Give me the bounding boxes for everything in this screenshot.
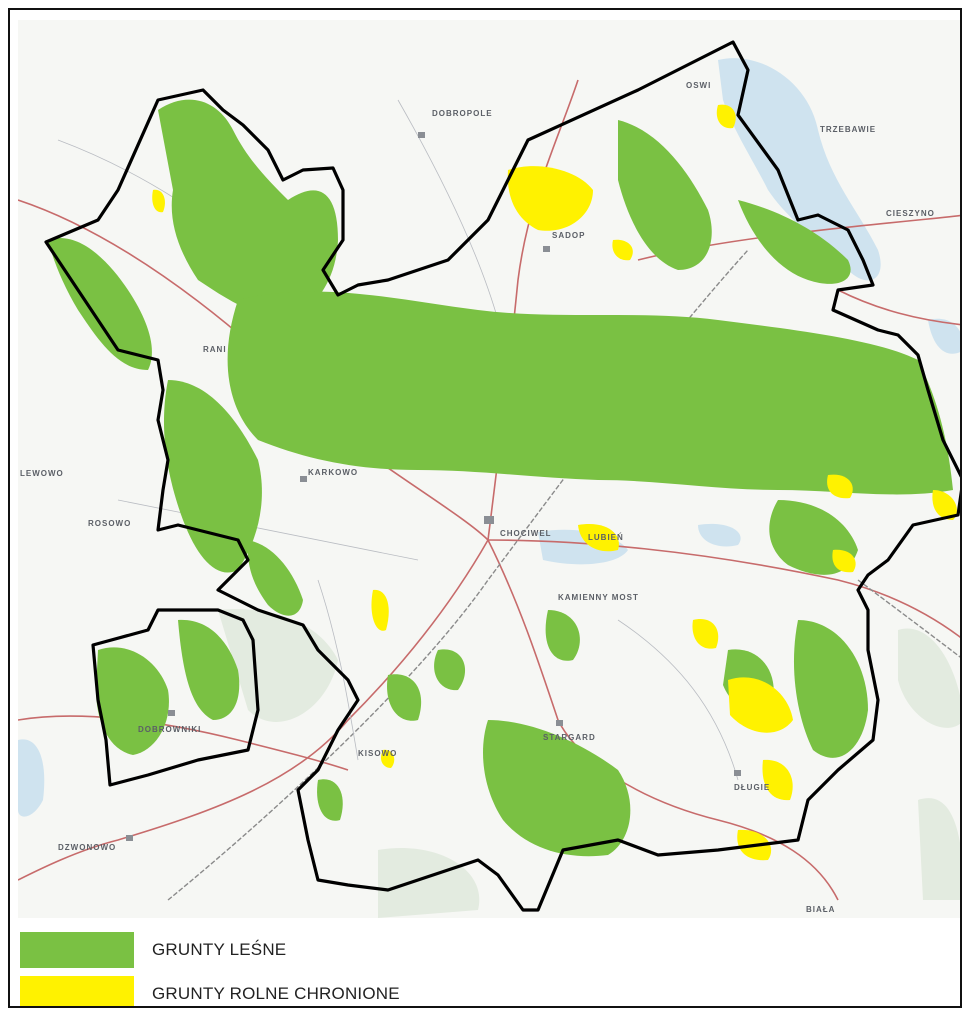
place-label: RANI xyxy=(203,345,227,354)
municipality-boundary xyxy=(44,40,960,912)
settlement-starzyce xyxy=(556,720,563,726)
outside-forest-2 xyxy=(898,628,960,728)
place-labels: DOBROPOLE OSWI TRZEBAWIE CIESZYNO SADOP … xyxy=(20,81,935,914)
farmland-north-east xyxy=(716,104,736,129)
place-label: SADOP xyxy=(552,231,585,240)
farmland-east-1 xyxy=(827,474,853,499)
settlement-sadop xyxy=(543,246,550,252)
map-legend: GRUNTY LEŚNE GRUNTY ROLNE CHRONIONE xyxy=(10,918,960,1006)
forest-south-small-3 xyxy=(317,779,343,821)
forest-south-east xyxy=(793,620,868,758)
place-label: ROSOWO xyxy=(88,519,131,528)
local-road-4 xyxy=(117,499,419,561)
boundary-layer xyxy=(44,40,960,912)
place-label: DZWONOWO xyxy=(58,843,116,852)
place-label: BIAŁA xyxy=(806,905,835,914)
forest-north-west xyxy=(158,99,338,320)
forest-layer xyxy=(48,99,953,857)
place-label: KISOWO xyxy=(358,749,397,758)
place-label: STARGARD xyxy=(543,733,596,742)
forest-south-small-4 xyxy=(387,674,422,721)
road-2 xyxy=(487,539,960,638)
local-road-6 xyxy=(317,579,359,761)
railway-2 xyxy=(857,579,960,658)
settlement-dzwonowo xyxy=(126,835,133,841)
settlement-chociwel xyxy=(484,516,494,524)
outside-forest-layer xyxy=(218,609,960,918)
place-label: KARKOWO xyxy=(308,468,358,477)
settlement-karkowo xyxy=(300,476,307,482)
place-label: DOBROWNIKI xyxy=(138,725,201,734)
lake-far-east xyxy=(928,318,960,354)
map-figure: DOBROPOLE OSWI TRZEBAWIE CIESZYNO SADOP … xyxy=(8,8,962,1008)
roads-layer xyxy=(18,79,960,901)
settlement-dlugie xyxy=(734,770,741,776)
railway-1 xyxy=(167,249,749,901)
forest-main-belt xyxy=(227,291,953,495)
forest-north-east-edge xyxy=(738,200,851,284)
road-3 xyxy=(18,539,489,881)
farmland-east-2 xyxy=(932,490,957,520)
place-label: KAMIENNY MOST xyxy=(558,593,639,602)
forest-south-small-2 xyxy=(434,649,466,691)
farmland-center-1 xyxy=(578,524,619,552)
place-label: CIESZYNO xyxy=(886,209,935,218)
place-label: CHOCIWEL xyxy=(500,529,552,538)
place-label: DOBROPOLE xyxy=(432,109,493,118)
farmland-east-3 xyxy=(832,549,856,573)
road-8 xyxy=(837,289,960,326)
map-svg: DOBROPOLE OSWI TRZEBAWIE CIESZYNO SADOP … xyxy=(18,40,960,918)
lake-southwest xyxy=(18,739,45,817)
outside-forest-3 xyxy=(378,848,480,918)
place-label: LEWOWO xyxy=(20,469,64,478)
farmland-south-center xyxy=(692,619,719,649)
legend-label-farmland: GRUNTY ROLNE CHRONIONE xyxy=(152,984,400,1003)
enclave-boundary xyxy=(91,608,260,787)
outside-forest-4 xyxy=(918,798,960,900)
farmland-north-small xyxy=(612,239,633,261)
settlement-dobropole xyxy=(418,132,425,138)
local-road-2 xyxy=(397,99,499,321)
forest-south-small-1 xyxy=(545,610,580,661)
map-canvas: DOBROPOLE OSWI TRZEBAWIE CIESZYNO SADOP … xyxy=(18,20,960,918)
farmland-west xyxy=(152,189,165,213)
forest-west-strip xyxy=(48,238,152,370)
lake-east xyxy=(698,523,741,547)
forest-west-central xyxy=(163,380,262,573)
legend-item-farmland: GRUNTY ROLNE CHRONIONE xyxy=(20,976,620,1006)
legend-label-forest: GRUNTY LEŚNE xyxy=(152,940,287,959)
local-road-3 xyxy=(617,619,739,781)
forest-west-lower xyxy=(247,540,303,616)
farmland-north-cluster xyxy=(507,166,593,231)
forest-south-center xyxy=(483,720,631,857)
place-label: OSWI xyxy=(686,81,711,90)
legend-swatch-farmland xyxy=(20,976,134,1006)
place-label: LUBIEŃ xyxy=(588,533,624,542)
legend-swatch-forest xyxy=(20,932,134,968)
farmland-layer xyxy=(152,104,957,861)
outside-forest-1 xyxy=(218,609,338,722)
farmland-small-sw xyxy=(380,749,395,768)
place-label: TRZEBAWIE xyxy=(820,125,876,134)
farmland-center-2 xyxy=(371,589,389,631)
road-6 xyxy=(18,715,349,771)
rail-layer xyxy=(167,249,960,901)
place-label: DŁUGIE xyxy=(734,783,770,792)
forest-south-west-enclave xyxy=(96,647,169,755)
forest-north-center xyxy=(618,120,712,270)
forest-enclave-right xyxy=(178,619,240,720)
farmland-south-east-1 xyxy=(728,677,793,733)
farmland-south-east-2 xyxy=(762,759,793,801)
settlement-dobrowniki xyxy=(168,710,175,716)
settlements-layer xyxy=(126,132,741,841)
legend-item-forest: GRUNTY LEŚNE xyxy=(20,932,620,972)
